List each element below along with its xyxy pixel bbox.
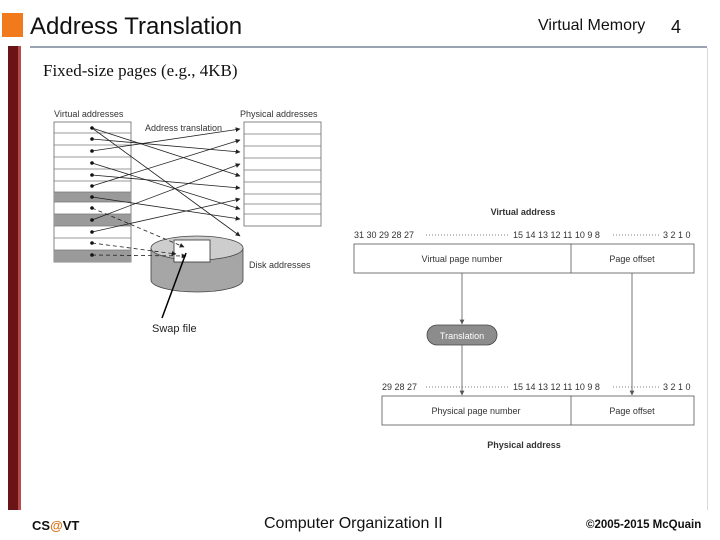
virtual-bits-high: 31 30 29 28 27 xyxy=(354,230,414,240)
virtual-page-number-field: Virtual page number xyxy=(422,254,503,264)
virtual-addresses-label: Virtual addresses xyxy=(54,109,124,119)
physical-bits-low: 3 2 1 0 xyxy=(663,382,691,392)
left-accent-bar xyxy=(8,46,18,510)
physical-address-box xyxy=(381,395,695,426)
footer-copyright: ©2005-2015 McQuain xyxy=(586,519,702,531)
slide-content-area xyxy=(30,48,707,510)
virtual-address-box xyxy=(353,243,695,274)
content-edge xyxy=(707,48,708,510)
swap-file-pointer xyxy=(161,252,187,319)
header-divider xyxy=(30,46,707,48)
translation-label: Translation xyxy=(440,331,484,341)
footer-at-sign: @ xyxy=(50,518,63,533)
footer-cs-prefix: CS xyxy=(32,518,51,533)
footer-vt-suffix: VT xyxy=(62,518,80,533)
virtual-entry-dots xyxy=(90,126,94,257)
translation-mapping-arrows xyxy=(91,127,241,259)
swap-file-label: Swap file xyxy=(152,323,197,335)
title-accent-square xyxy=(2,13,23,37)
physical-bits-high: 29 28 27 xyxy=(382,382,417,392)
physical-page-offset-field: Page offset xyxy=(609,406,655,416)
section-title: Virtual Memory xyxy=(538,17,646,34)
physical-page-table xyxy=(243,121,322,227)
virtual-bits-mid: 15 14 13 12 11 10 9 8 xyxy=(513,230,600,240)
virtual-bits-low: 3 2 1 0 xyxy=(663,230,691,240)
virtual-address-title: Virtual address xyxy=(491,207,556,217)
virtual-page-offset-field: Page offset xyxy=(609,254,655,264)
disk-cylinder xyxy=(150,235,244,293)
page-number: 4 xyxy=(671,17,682,37)
footer-course-title: Computer Organization II xyxy=(264,515,443,532)
disk-addresses-label: Disk addresses xyxy=(249,260,311,270)
virtual-page-table xyxy=(53,121,132,263)
physical-bits-mid: 15 14 13 12 11 10 9 8 xyxy=(513,382,600,392)
slide-title: Address Translation xyxy=(30,13,243,40)
address-translation-label: Address translation xyxy=(145,123,222,133)
left-accent-stripe xyxy=(18,46,21,510)
slide-subtitle: Fixed-size pages (e.g., 4KB) xyxy=(43,61,238,80)
footer-course-tag: CS@VT xyxy=(32,518,79,533)
physical-address-title: Physical address xyxy=(487,440,561,450)
physical-page-number-field: Physical page number xyxy=(431,406,520,416)
physical-addresses-label: Physical addresses xyxy=(240,109,318,119)
